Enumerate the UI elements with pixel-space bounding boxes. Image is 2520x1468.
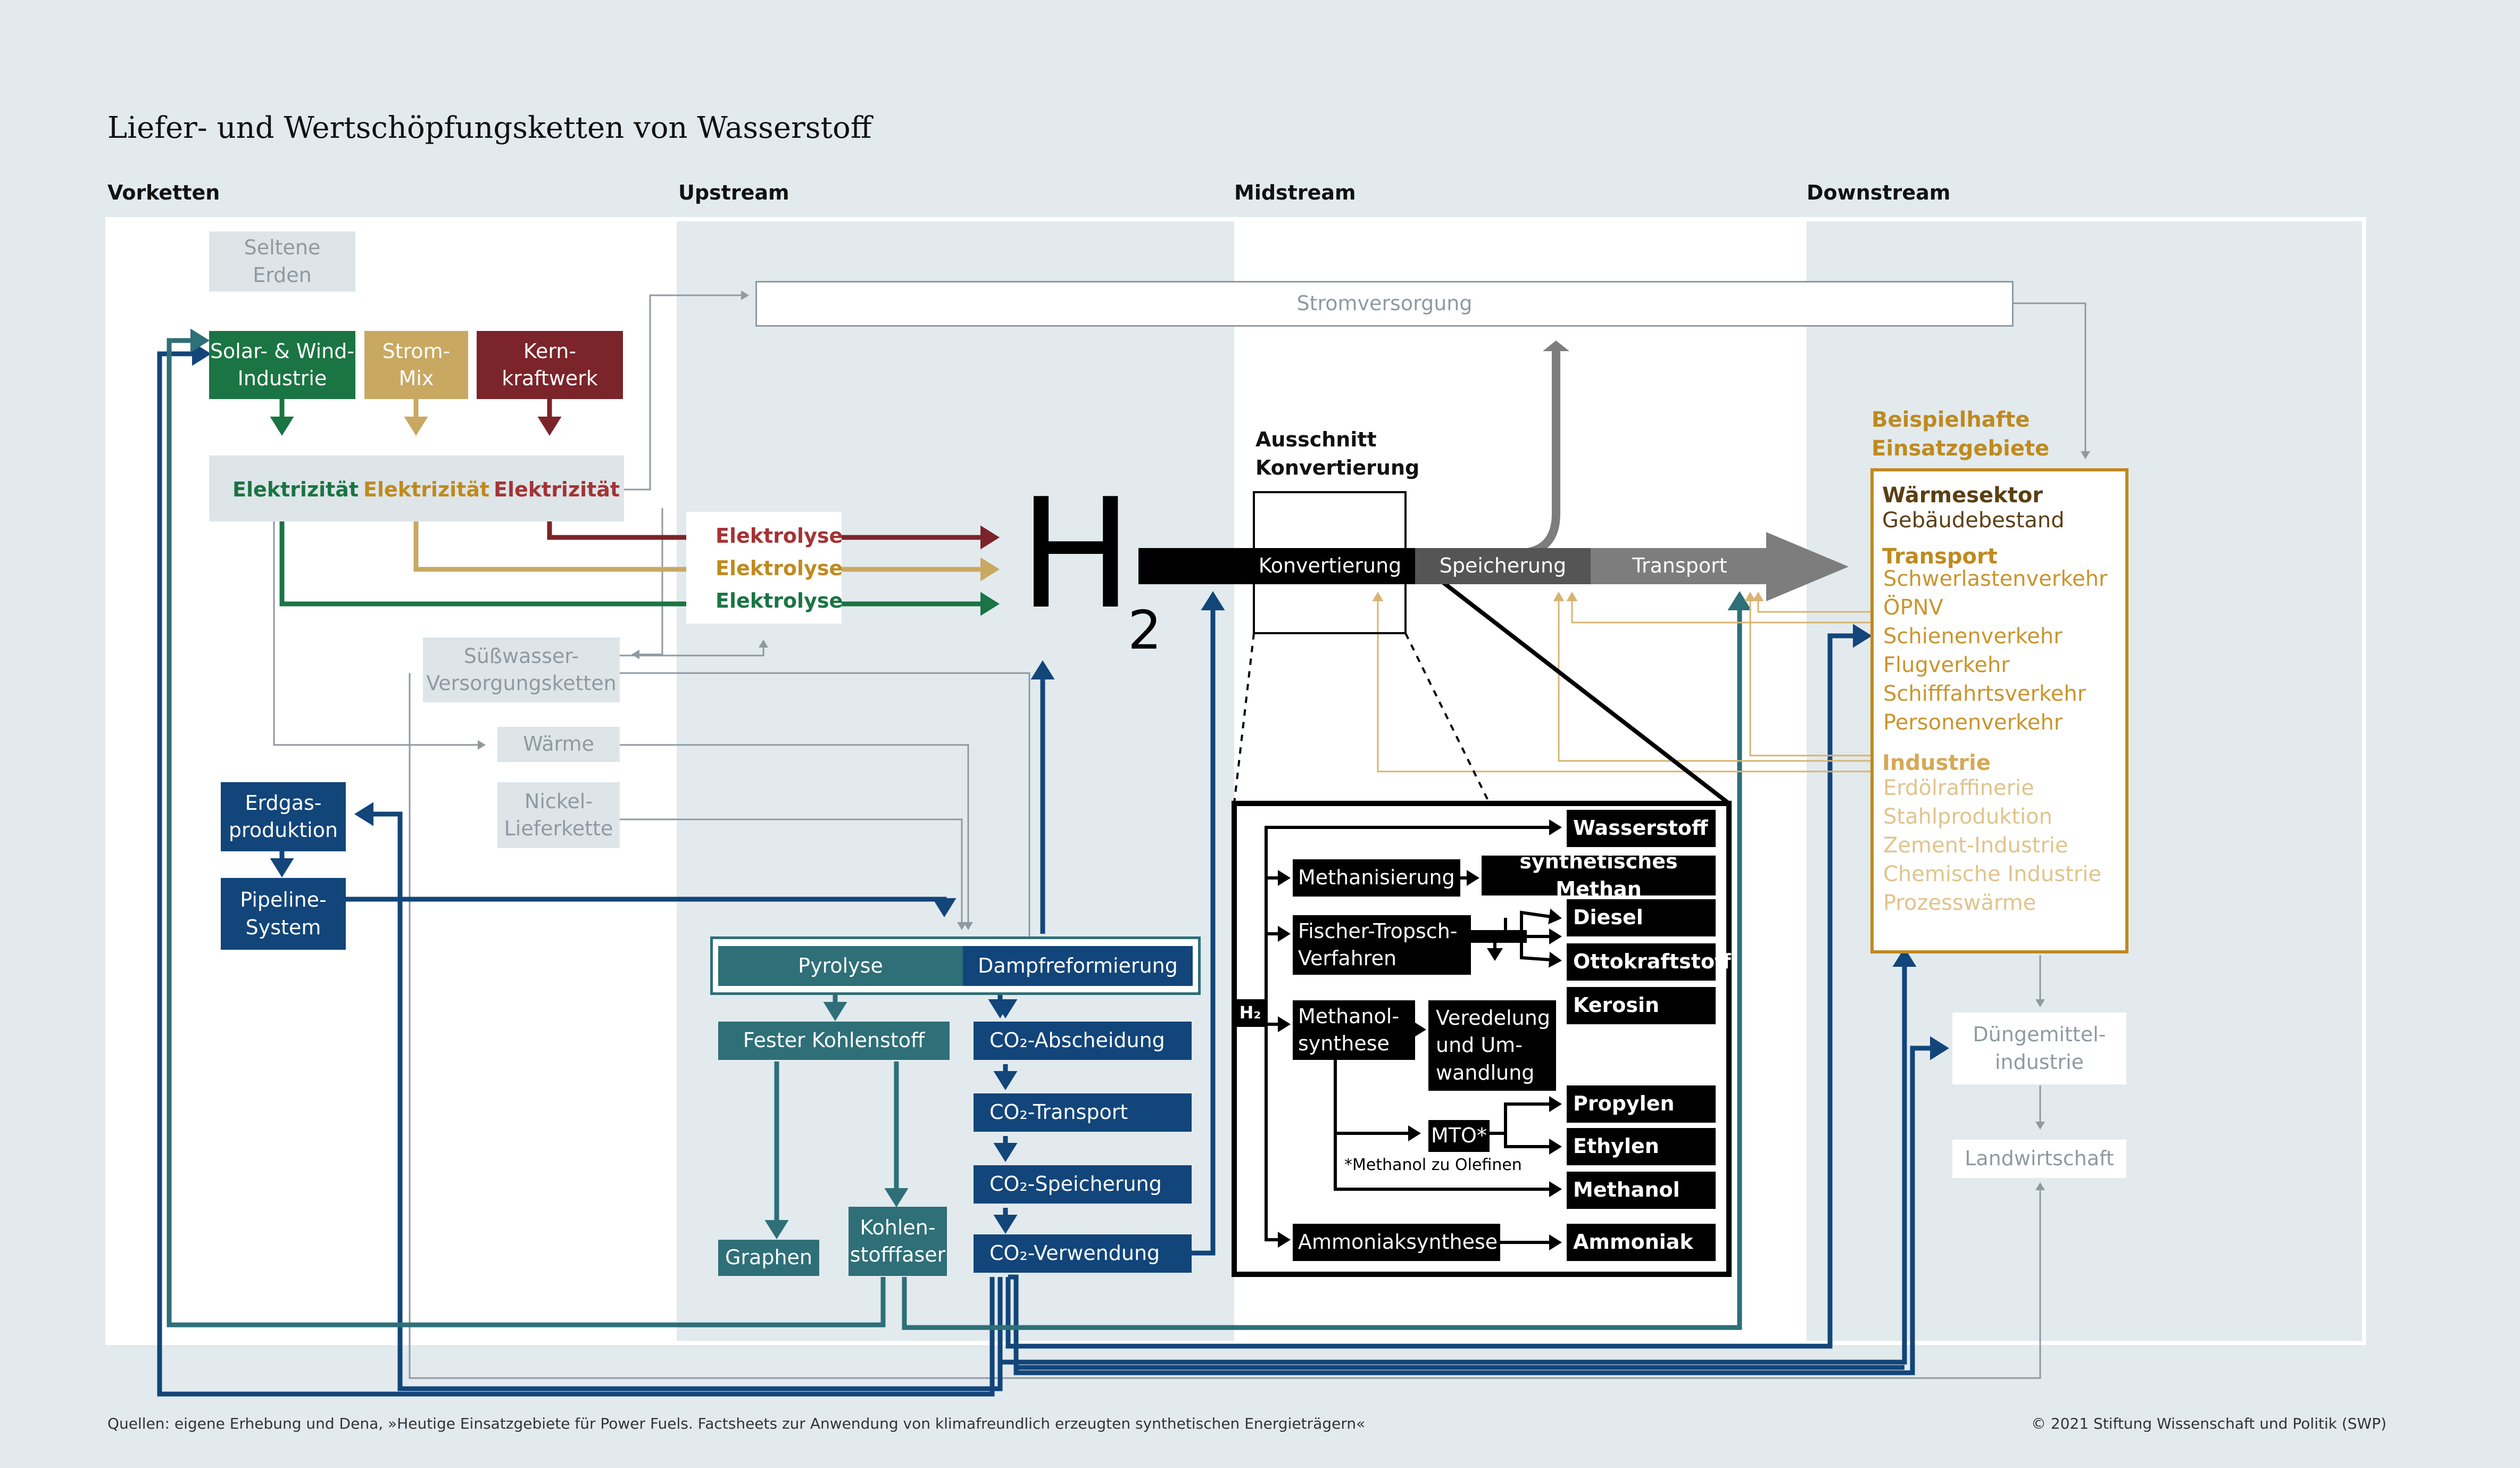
gebaeude-label: Gebäudebestand <box>1882 508 2065 533</box>
co2-transport-box: CO₂-Transport <box>974 1093 1192 1132</box>
mto-note: *Methanol zu Olefinen <box>1344 1156 1522 1174</box>
industrie-item: Erdölraffinerie <box>1883 776 2034 800</box>
einsatzgebiete-label: Beispielhafte Einsatzgebiete <box>1872 408 2050 461</box>
detail-h2: H₂ <box>1234 999 1266 1027</box>
duengemittel-box: Düngemittel- industrie <box>1952 1013 2126 1084</box>
band-upstream <box>677 218 1234 1343</box>
h2-symbol: H <box>1019 466 1133 643</box>
transport-heading: Transport <box>1882 544 1998 569</box>
transport-item: Schifffahrtsverkehr <box>1883 682 2086 706</box>
column-header-downstream: Downstream <box>1807 181 1951 204</box>
frame-border <box>105 217 2366 1345</box>
veredelung-box: Veredelung und Um- wandlung <box>1428 1000 1556 1091</box>
methanolsynthese-box: Methanol- synthese <box>1293 1000 1415 1060</box>
konvertierung-segment: Konvertierung <box>1245 548 1415 584</box>
pyrolyse-box: Pyrolyse <box>718 946 963 986</box>
transport-item: ÖPNV <box>1883 595 1943 620</box>
elektrolyse-panel <box>686 512 842 624</box>
dampfreformierung-box: Dampfreformierung <box>963 946 1193 986</box>
band-vorketten <box>105 218 677 1343</box>
diesel-box: Diesel <box>1567 899 1716 936</box>
column-header-vorketten: Vorketten <box>107 181 220 204</box>
waermesektor-label: Wärmesektor <box>1882 483 2043 508</box>
elektrolyse-gold: Elektrolyse <box>716 557 843 580</box>
graphen-box: Graphen <box>718 1240 819 1276</box>
speicherung-segment: Speicherung <box>1415 548 1591 584</box>
elektrolyse-green: Elektrolyse <box>716 589 843 612</box>
erdgas-box: Erdgas- produktion <box>221 782 346 851</box>
elektrizitaet-bar <box>209 455 624 521</box>
h2-subscript: 2 <box>1128 599 1162 661</box>
kernkraftwerk-box: Kern- kraftwerk <box>477 331 623 399</box>
industrie-item: Stahlproduktion <box>1883 805 2053 829</box>
ethylen-box: Ethylen <box>1567 1128 1716 1165</box>
mto-box: MTO* <box>1428 1120 1490 1152</box>
kohlenstofffaser-box: Kohlen- stofffaser <box>849 1207 947 1276</box>
strom-mix-box: Strom- Mix <box>364 331 468 399</box>
column-header-midstream: Midstream <box>1234 181 1356 204</box>
column-header-upstream: Upstream <box>678 181 789 204</box>
stromversorgung-box: Stromversorgung <box>755 281 2014 327</box>
industrie-item: Prozesswärme <box>1883 891 2036 915</box>
co2-verwendung-box: CO₂-Verwendung <box>974 1234 1192 1273</box>
source-note: Quellen: eigene Erhebung und Dena, »Heut… <box>107 1415 1366 1432</box>
einsatzgebiete-box <box>1870 468 2128 953</box>
pipeline-box: Pipeline- System <box>221 878 346 950</box>
elektrizitaet-red: Elektrizität <box>494 478 620 501</box>
ammoniak-box: Ammoniak <box>1567 1224 1716 1261</box>
ammoniaksynthese-box: Ammoniaksynthese <box>1293 1224 1500 1261</box>
transport-item: Schienenverkehr <box>1883 624 2062 649</box>
methanisierung-box: Methanisierung <box>1293 859 1460 897</box>
fischer-tropsch-box: Fischer-Tropsch- Verfahren <box>1293 915 1471 975</box>
elektrizitaet-gold: Elektrizität <box>363 478 490 501</box>
transport-item: Flugverkehr <box>1883 653 2010 677</box>
solar-wind-box: Solar- & Wind- Industrie <box>209 331 355 399</box>
elektrizitaet-green: Elektrizität <box>232 478 359 501</box>
industrie-item: Zement-Industrie <box>1883 833 2068 858</box>
waerme-box: Wärme <box>497 727 620 762</box>
transport-item: Schwerlastenverkehr <box>1883 567 2108 591</box>
copyright: © 2021 Stiftung Wissenschaft und Politik… <box>2031 1415 2387 1432</box>
suesswasser-box: Süßwasser- Versorgungsketten <box>423 637 620 702</box>
industrie-heading: Industrie <box>1882 751 1991 775</box>
synthetisches-methan-box: synthetisches Methan <box>1482 850 1716 901</box>
methanol-box: Methanol <box>1567 1172 1716 1209</box>
ausschnitt-label: Ausschnitt Konvertierung <box>1255 428 1420 480</box>
nickel-box: Nickel- Lieferkette <box>497 782 620 848</box>
landwirtschaft-box: Landwirtschaft <box>1952 1140 2126 1178</box>
wasserstoff-box: Wasserstoff <box>1567 810 1716 847</box>
transport-item: Personenverkehr <box>1883 710 2063 735</box>
industrie-item: Chemische Industrie <box>1883 862 2102 886</box>
diagram-title: Liefer- und Wertschöpfungsketten von Was… <box>107 111 872 145</box>
elektrolyse-red: Elektrolyse <box>716 524 843 548</box>
transport-segment: Transport <box>1591 548 1769 584</box>
fester-kohlenstoff-box: Fester Kohlenstoff <box>718 1022 950 1060</box>
kerosin-box: Kerosin <box>1567 987 1716 1024</box>
ottokraftstoff-box: Ottokraftstoff <box>1567 943 1731 981</box>
co2-abscheidung-box: CO₂-Abscheidung <box>974 1022 1192 1060</box>
propylen-box: Propylen <box>1567 1085 1716 1123</box>
seltene-erden-box: Seltene Erden <box>209 231 355 292</box>
co2-speicherung-box: CO₂-Speicherung <box>974 1165 1192 1204</box>
